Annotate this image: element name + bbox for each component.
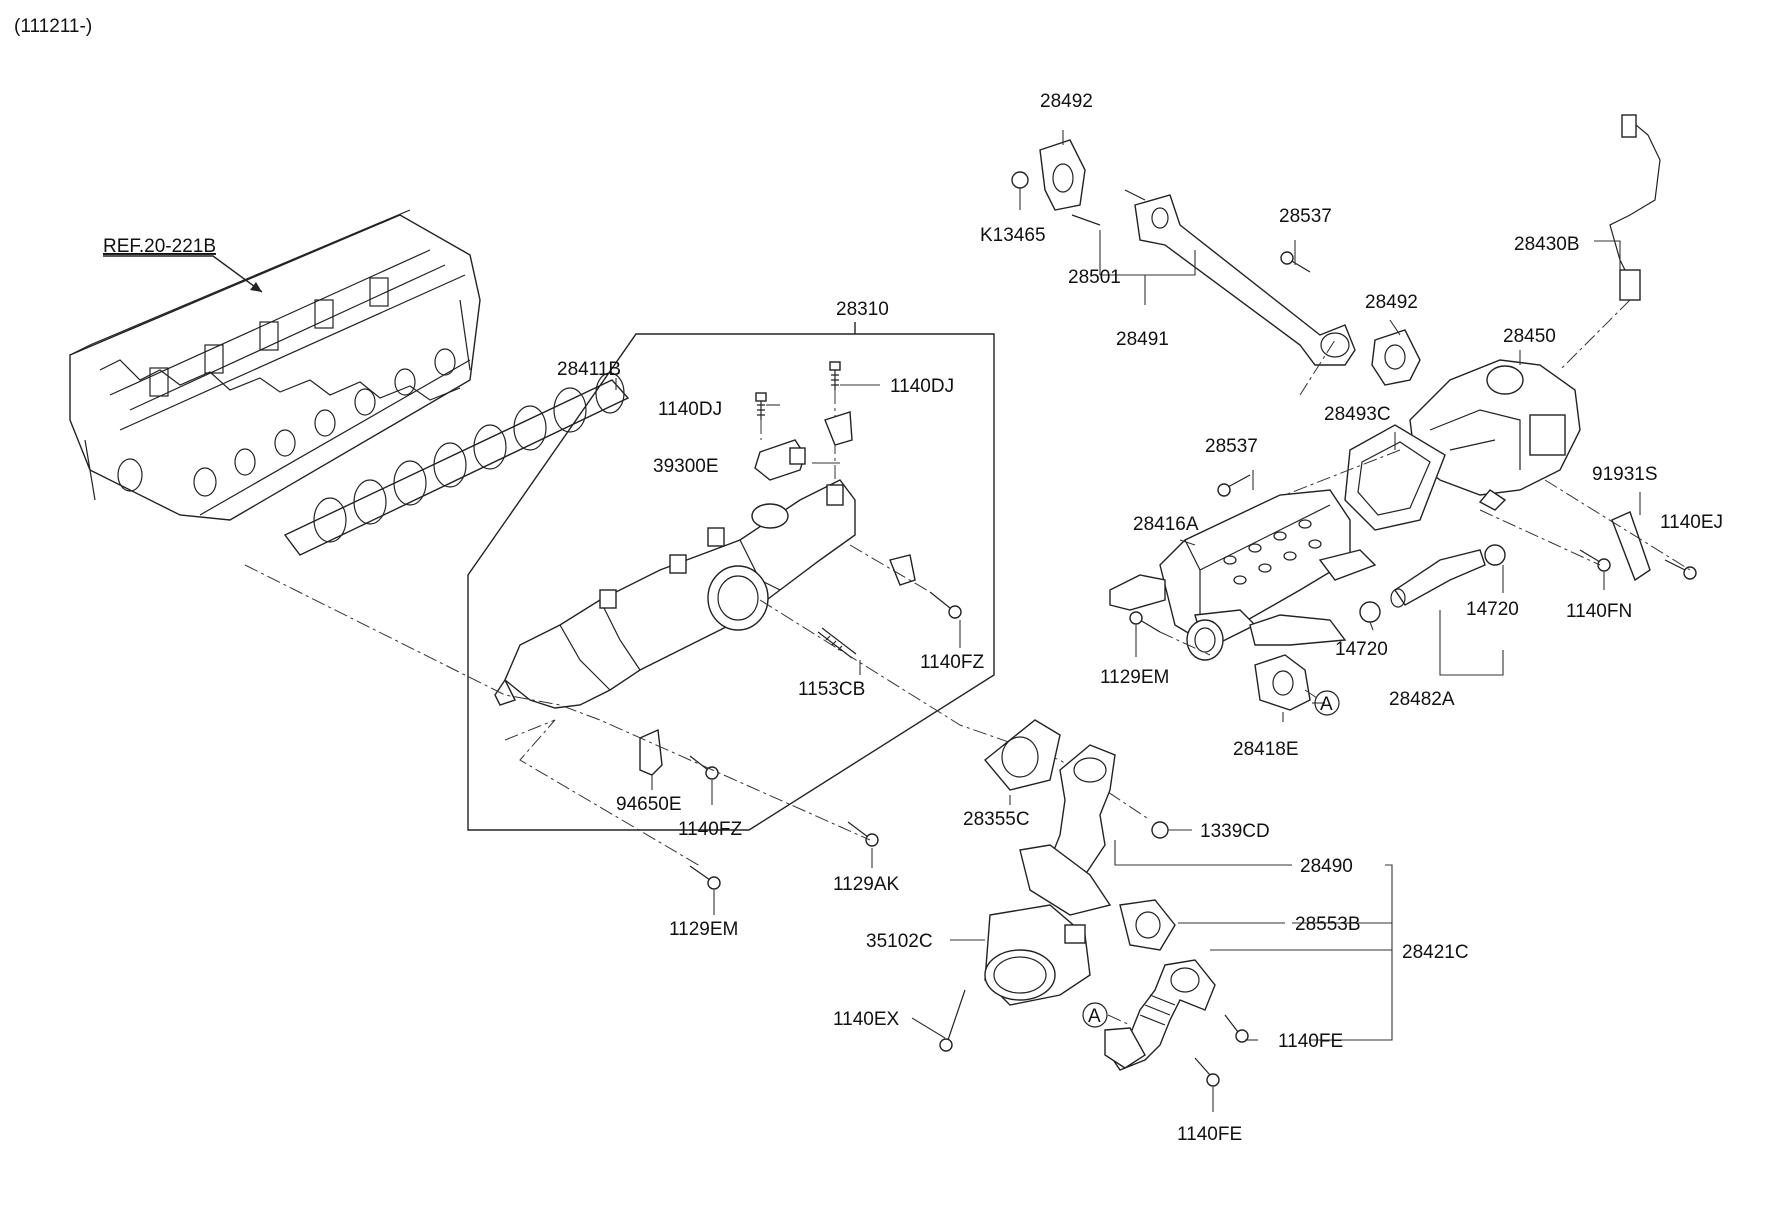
- callout-91931s[interactable]: 91931S: [1592, 464, 1658, 485]
- bracket-91931s-drawing: [1611, 511, 1651, 582]
- manifold-group-outline: [467, 333, 995, 831]
- bolt-1140dj-right-drawing: [829, 361, 841, 390]
- bolt-1129em-right-drawing: [1129, 611, 1161, 633]
- callout-28416a[interactable]: 28416A: [1133, 514, 1199, 535]
- callout-28490[interactable]: 28490: [1300, 856, 1353, 877]
- callout-1140fz-right[interactable]: 1140FZ: [920, 652, 984, 673]
- callout-1140ej[interactable]: 1140EJ: [1660, 512, 1723, 533]
- callout-labels: 28492 K13465 28501 28491 28537 28492 284…: [557, 91, 1723, 1145]
- nut-k13465-drawing: [1011, 171, 1029, 189]
- gasket-28355c-drawing: [984, 719, 1061, 791]
- callout-k13465[interactable]: K13465: [980, 225, 1046, 246]
- gasket-28492-top-drawing: [1039, 139, 1086, 211]
- callout-28450[interactable]: 28450: [1503, 326, 1556, 347]
- gasket-28553b-drawing: [1119, 899, 1176, 951]
- nut-1339cd-drawing: [1151, 821, 1169, 839]
- callout-28553b[interactable]: 28553B: [1295, 914, 1361, 935]
- callout-1129em-left[interactable]: 1129EM: [669, 919, 738, 940]
- bolt-1140fz-right-drawing: [929, 591, 962, 619]
- hose-28482a-drawing: [1390, 549, 1486, 608]
- callout-1140fz-left[interactable]: 1140FZ: [678, 819, 742, 840]
- callout-28501[interactable]: 28501: [1068, 267, 1121, 288]
- callout-14720-right[interactable]: 14720: [1466, 599, 1519, 620]
- throttle-body-drawing: [984, 904, 1091, 1006]
- callout-28430b[interactable]: 28430B: [1514, 234, 1580, 255]
- svg-text:A: A: [1088, 1006, 1101, 1027]
- bolt-1129em-left-drawing: [689, 865, 721, 890]
- bolt-1140fn-drawing: [1579, 549, 1611, 572]
- callout-1140fe-bottom[interactable]: 1140FE: [1177, 1124, 1242, 1145]
- cylinder-head-drawing: [69, 209, 481, 521]
- reference-marker-a-bottom: A: [1082, 1002, 1131, 1028]
- stud-28501-drawing: [1071, 189, 1146, 226]
- bolt-1140fz-left-drawing: [689, 755, 719, 780]
- callout-1129ak[interactable]: 1129AK: [833, 874, 900, 895]
- callout-1140fn[interactable]: 1140FN: [1566, 601, 1632, 622]
- ref-label[interactable]: REF.20-221B: [103, 236, 216, 257]
- callout-28537-top[interactable]: 28537: [1279, 206, 1332, 227]
- egr-valve-drawing: [1409, 359, 1581, 511]
- callout-28493c[interactable]: 28493C: [1324, 404, 1391, 425]
- gasket-28492-mid-drawing: [1371, 329, 1421, 386]
- callout-39300e[interactable]: 39300E: [653, 456, 719, 477]
- egr-cooler-drawing: [1109, 489, 1377, 661]
- bolt-28537-top-drawing: [1280, 251, 1311, 273]
- bolt-28537-mid-drawing: [1217, 474, 1251, 497]
- gasket-28493c-drawing: [1344, 424, 1446, 531]
- callout-1140dj-right[interactable]: 1140DJ: [890, 376, 954, 397]
- callout-28482a[interactable]: 28482A: [1389, 689, 1455, 710]
- map-sensor-drawing: [754, 439, 806, 481]
- reference-marker-a-top: A: [1314, 690, 1340, 716]
- callout-94650e[interactable]: 94650E: [616, 794, 682, 815]
- callout-1140fe-right[interactable]: 1140FE: [1278, 1031, 1343, 1052]
- gasket-28418e-drawing: [1254, 654, 1311, 711]
- bolt-1140fe-bottom-drawing: [1194, 1057, 1220, 1087]
- callout-28492-top[interactable]: 28492: [1040, 91, 1093, 112]
- egr-lower-pipe-drawing: [1104, 959, 1216, 1071]
- callout-28537-mid[interactable]: 28537: [1205, 436, 1258, 457]
- callout-1140ex[interactable]: 1140EX: [833, 1009, 900, 1030]
- stud-1153cb-drawing: [817, 627, 857, 659]
- callout-28421c[interactable]: 28421C: [1402, 942, 1469, 963]
- manifold-gasket-drawing: [283, 372, 630, 556]
- callout-28491[interactable]: 28491: [1116, 329, 1169, 350]
- hose-clamp-14720-left-drawing: [1359, 601, 1381, 623]
- date-code: (111211-): [14, 16, 92, 37]
- callout-28418e[interactable]: 28418E: [1233, 739, 1299, 760]
- egr-pipe-28491-drawing: [1134, 194, 1356, 366]
- callout-28411b[interactable]: 28411B: [557, 359, 621, 380]
- callout-1129em-right[interactable]: 1129EM: [1100, 667, 1169, 688]
- leader-lines: [615, 130, 1641, 1112]
- bolt-1140fe-right-drawing: [1224, 1014, 1249, 1043]
- bolt-1129ak-drawing: [847, 821, 879, 847]
- callout-1153cb[interactable]: 1153CB: [798, 679, 865, 700]
- callout-35102c[interactable]: 35102C: [866, 931, 933, 952]
- bolt-1140dj-left-drawing: [755, 392, 767, 420]
- bolt-1140ex-drawing: [939, 989, 966, 1052]
- bolt-1140ej-drawing: [1664, 559, 1697, 580]
- callout-1339cd[interactable]: 1339CD: [1200, 821, 1270, 842]
- bracket-94650e-drawing: [639, 728, 663, 776]
- callout-28355c[interactable]: 28355C: [963, 809, 1030, 830]
- callout-28492-mid[interactable]: 28492: [1365, 292, 1418, 313]
- hose-clamp-14720-right-drawing: [1484, 544, 1506, 566]
- callout-1140dj-left[interactable]: 1140DJ: [658, 399, 722, 420]
- egr-pipe-28490-drawing: [1019, 744, 1116, 916]
- callout-14720-left[interactable]: 14720: [1335, 639, 1388, 660]
- callout-28310[interactable]: 28310: [836, 299, 889, 320]
- temperature-sensor-drawing: [1609, 114, 1661, 301]
- svg-text:A: A: [1320, 694, 1333, 715]
- intake-manifold-drawing: [494, 479, 856, 709]
